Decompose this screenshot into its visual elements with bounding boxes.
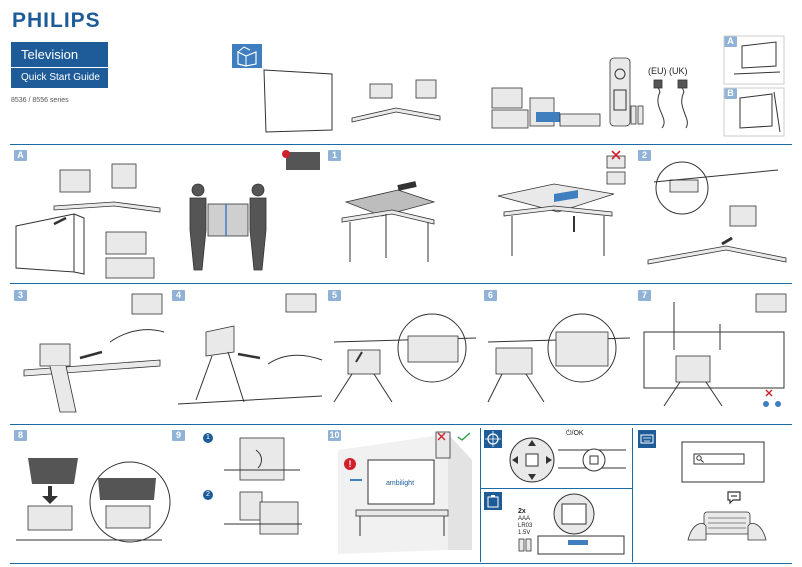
series-label: 8536 / 8556 series <box>11 97 69 104</box>
battery-voltage: 1.5V <box>518 530 531 536</box>
option-b-badge: B <box>724 88 737 99</box>
step-a-badge: A <box>14 150 27 161</box>
option-a-stand-illustration <box>723 35 785 85</box>
power-ok-label: ⏻/OK <box>566 430 584 437</box>
room-power-on-illustration <box>338 431 472 554</box>
stand-parts-illustration <box>351 79 441 123</box>
power-cables-illustration <box>653 79 688 129</box>
row-divider-3 <box>10 424 792 425</box>
remote-control-illustration <box>609 57 631 127</box>
substep-2-badge: 2 <box>203 490 213 500</box>
step-6-badge: 6 <box>484 290 497 301</box>
option-a-badge: A <box>724 36 737 47</box>
column-divider-2 <box>632 428 633 562</box>
step-5-badge: 5 <box>328 290 341 301</box>
two-people-lift-tv-illustration <box>189 183 267 271</box>
bracket-step-6 <box>487 313 631 403</box>
battery-icon <box>484 492 502 510</box>
keyboard-remote-hands-illustration <box>687 511 767 541</box>
tv-screen-illustration <box>263 69 333 133</box>
column-divider-1 <box>480 428 481 562</box>
tv-face-down-illustration <box>497 183 615 256</box>
screws-and-brackets <box>491 87 601 129</box>
step-1-badge: 1 <box>328 150 341 161</box>
target-icon <box>484 430 502 448</box>
subtitle-band: Quick Start Guide <box>11 68 108 88</box>
check-cross-marks <box>437 432 471 441</box>
option-b-wall-illustration <box>723 87 785 137</box>
cable-route-substep-2 <box>224 491 302 535</box>
step-3-badge: 3 <box>14 290 27 301</box>
box-open-icon <box>232 44 262 68</box>
step-4-badge: 4 <box>172 290 185 301</box>
step-7-badge: 7 <box>638 290 651 301</box>
step-10-badge: 10 <box>328 430 341 441</box>
tv-on-table-illustration <box>341 181 436 262</box>
bracket-step-5 <box>333 313 477 403</box>
unpack-box-illustration <box>15 163 161 279</box>
batteries-illustration <box>630 105 644 125</box>
screw-base-step-4 <box>177 293 323 405</box>
brand-block: PHILIPS Television Quick Start Guide <box>0 0 108 92</box>
guide-subtitle: Quick Start Guide <box>21 72 100 83</box>
keyboard-icon <box>638 430 656 448</box>
region-label: (EU) (UK) <box>648 66 688 76</box>
battery-cells-illustration <box>518 538 532 552</box>
step-9-badge: 9 <box>172 430 185 441</box>
screw-base-step-3 <box>23 293 165 413</box>
ambilight-logo-text: ambilight <box>386 480 415 487</box>
cover-clip-step-8 <box>16 458 171 543</box>
guide-title: Television <box>21 47 79 62</box>
substep-1-badge: 1 <box>203 433 213 443</box>
battery-compartment-illustration <box>537 493 625 555</box>
remote-dpad-illustration <box>509 437 626 483</box>
wall-mount-step-7 <box>643 293 787 407</box>
bottom-rule <box>10 563 792 564</box>
row-divider-1 <box>10 144 792 145</box>
step-2-badge: 2 <box>638 150 651 161</box>
warning-badge-icon <box>282 150 320 170</box>
battery-type: AAA <box>518 516 531 522</box>
tv-search-screen-illustration <box>681 441 765 483</box>
cable-route-substep-1 <box>224 437 300 481</box>
warning-icon: ! <box>344 458 356 470</box>
chat-icon <box>727 491 741 505</box>
philips-logo: PHILIPS <box>12 9 101 32</box>
title-band: Television <box>11 42 108 67</box>
search-icon <box>696 455 704 463</box>
row-divider-2 <box>10 283 792 284</box>
attach-stand-illustration <box>647 161 787 265</box>
step-8-badge: 8 <box>14 430 27 441</box>
battery-count: 2x <box>518 508 526 515</box>
no-lay-flat-warning <box>606 150 626 185</box>
mid-divider <box>480 488 632 489</box>
battery-code: LR03 <box>518 523 533 529</box>
